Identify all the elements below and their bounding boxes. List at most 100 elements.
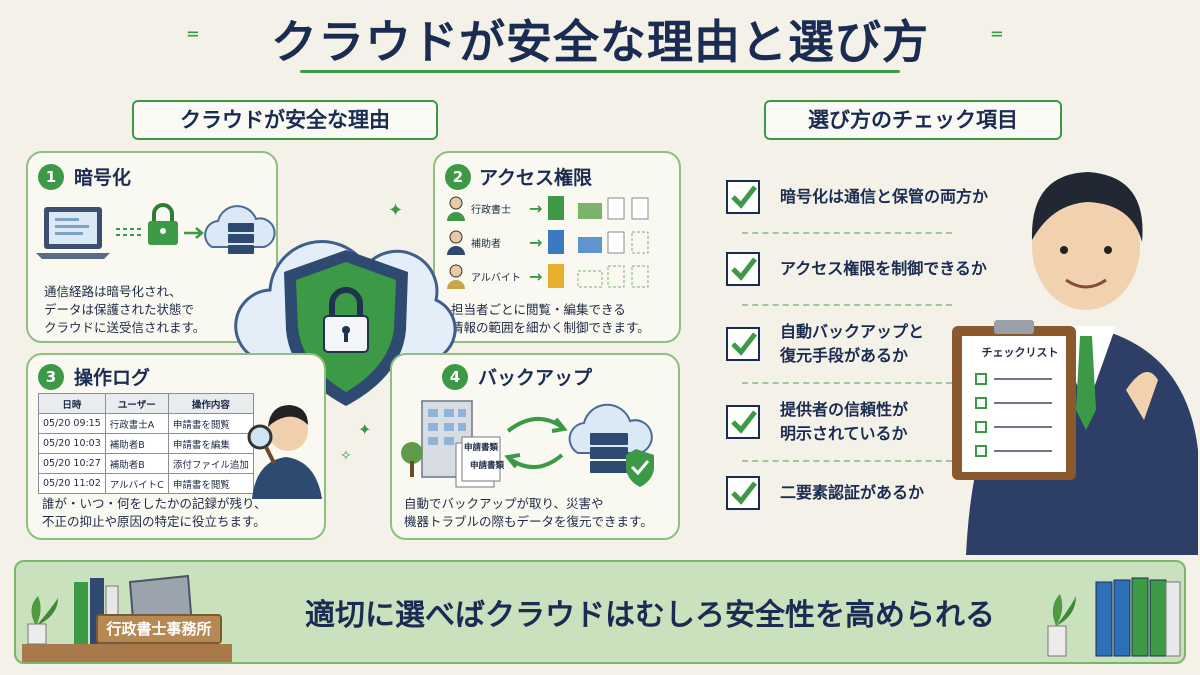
panel-title: アクセス権限 (479, 167, 593, 189)
presenter-illustration (952, 172, 1198, 555)
panel-number: 4 (442, 363, 468, 390)
data-flow-arrow-icon (116, 228, 144, 236)
divider (742, 304, 952, 306)
laptop-icon (36, 207, 110, 259)
table-row: 05/20 10:27 補助者B 添付ファイル追加 (38, 453, 254, 474)
page-title: クラウドが安全な理由と選び方 (271, 15, 929, 69)
role-label: 行政書士 (471, 204, 511, 216)
checklist-text: 自動バックアップと (780, 322, 925, 341)
binders-illustration (1047, 577, 1181, 657)
checklist-text: 二要素認証があるか (780, 483, 925, 502)
panel-desc-line: 自動でバックアップが取り、災害や (404, 496, 604, 511)
panel-desc-line: クラウドに送受信されます。 (44, 320, 206, 335)
document-stack-icon (455, 436, 501, 488)
panel-desc-line: 情報の範囲を細かく制御できます。 (451, 320, 650, 335)
panel-number: 2 (445, 163, 471, 190)
door-and-files-icon (548, 264, 649, 288)
divider (742, 382, 952, 384)
panel-title: 操作ログ (74, 367, 151, 389)
person-icon (447, 196, 465, 221)
panel-desc-line: 不正の抑止や原因の特定に役立ちます。 (42, 514, 266, 529)
sparkle-icon: ✦ (358, 420, 372, 439)
log-table: 日時 ユーザー 操作内容 05/20 09:15 行政書士A 申請書を閲覧 05… (38, 393, 254, 494)
table-header-row: 日時 ユーザー 操作内容 (38, 393, 254, 414)
lock-icon (148, 203, 178, 245)
divider (742, 460, 952, 462)
table-row: 05/20 09:15 行政書士A 申請書を閲覧 (38, 413, 254, 434)
sparkle-icon: ⁼ (186, 24, 200, 54)
table-cell: 申請書を編集 (167, 433, 254, 454)
checkbox-checked-icon (726, 252, 760, 286)
cloud-server-icon (568, 403, 654, 487)
panel-desc-line: 担当者ごとに閲覧・編集できる (451, 302, 626, 317)
checklist-item: 提供者の信頼性が 明示されているか (726, 398, 908, 446)
clipboard-title: チェックリスト (981, 346, 1059, 359)
sparkle-icon: ✧ (340, 448, 352, 464)
panel-desc-line: 通信経路は暗号化され、 (44, 284, 182, 299)
person-icon (447, 264, 465, 289)
door-and-files-icon (548, 196, 649, 220)
arrow-icon: → (529, 198, 543, 218)
sparkle-icon: ✦ (388, 200, 404, 221)
checklist-text: アクセス権限を制御できるか (780, 259, 987, 278)
checklist-item: 暗号化は通信と保管の両方か (726, 180, 988, 214)
column-header: 日時 (38, 393, 106, 414)
table-cell: 行政書士A (104, 413, 169, 434)
access-row: アルバイト → (445, 259, 675, 293)
plant-icon (1052, 594, 1063, 626)
table-cell: 05/20 11:02 (38, 473, 106, 494)
clipboard-icon (952, 320, 1076, 480)
checkbox-checked-icon (726, 476, 760, 510)
divider (742, 232, 952, 234)
right-section-header: 選び方のチェック項目 (764, 100, 1062, 140)
table-cell: 申請書を閲覧 (167, 413, 254, 434)
encryption-panel: 1 暗号化 通信経路は暗号化され、 データは保護され (26, 151, 278, 343)
checklist-text: 明示されているか (780, 424, 908, 443)
panel-desc-line: 誰が・いつ・何をしたかの記録が残り、 (42, 496, 267, 511)
panel-desc-line: 機器トラブルの際もデータを復元できます。 (404, 514, 653, 529)
table-row: 05/20 10:03 補助者B 申請書を編集 (38, 433, 254, 454)
checklist-item: 二要素認証があるか (726, 476, 924, 510)
role-label: 補助者 (471, 238, 501, 250)
panel-title: バックアップ (478, 367, 593, 389)
magnifier-icon (247, 424, 273, 450)
checklist-item: アクセス権限を制御できるか (726, 252, 987, 286)
column-header: ユーザー (104, 393, 169, 414)
table-cell: 補助者B (104, 453, 169, 474)
table-cell: 05/20 09:15 (38, 413, 106, 434)
role-label: アルバイト (471, 272, 521, 284)
table-row: 05/20 11:02 アルバイトC 申請書を閲覧 (38, 473, 254, 494)
checkbox-checked-icon (726, 327, 760, 361)
table-cell: 05/20 10:27 (38, 453, 106, 474)
access-row: 行政書士 → (445, 191, 675, 225)
table-cell: 添付ファイル追加 (167, 453, 254, 474)
inspector-person-icon (247, 405, 322, 499)
access-row: 補助者 → (445, 225, 675, 259)
door-and-files-icon (548, 230, 649, 254)
column-header: 操作内容 (167, 393, 254, 414)
checklist-text: 暗号化は通信と保管の両方か (780, 187, 989, 206)
sparkle-icon: ⁼ (990, 24, 1004, 54)
document-label: 申請書類 (464, 443, 499, 453)
table-cell: 05/20 10:03 (38, 433, 106, 454)
banner-message: 適切に選べばクラウドはむしろ安全性を高められる (305, 598, 995, 633)
arrow-icon: → (529, 232, 543, 252)
table-cell: 補助者B (104, 433, 169, 454)
left-section-header: クラウドが安全な理由 (132, 100, 438, 140)
checkbox-checked-icon (726, 405, 760, 439)
checklist-text: 復元手段があるか (780, 346, 909, 365)
backup-panel: 4 バックアップ 申請書類 申請書類 (390, 353, 680, 540)
cloud-server-icon (204, 205, 276, 254)
checklist-text: 提供者の信頼性が (780, 400, 909, 419)
person-icon (447, 230, 465, 255)
panel-number: 1 (38, 163, 64, 190)
panel-title: 暗号化 (74, 167, 132, 189)
office-nameplate: 行政書士事務所 (96, 614, 222, 644)
title-underline (300, 70, 900, 73)
encryption-illustration (36, 203, 276, 259)
table-cell: アルバイトC (104, 473, 169, 494)
panel-desc-line: データは保護された状態で (44, 302, 195, 317)
arrow-icon: → (529, 266, 543, 286)
sync-arrows-icon (504, 417, 568, 469)
panel-number: 3 (38, 363, 64, 390)
